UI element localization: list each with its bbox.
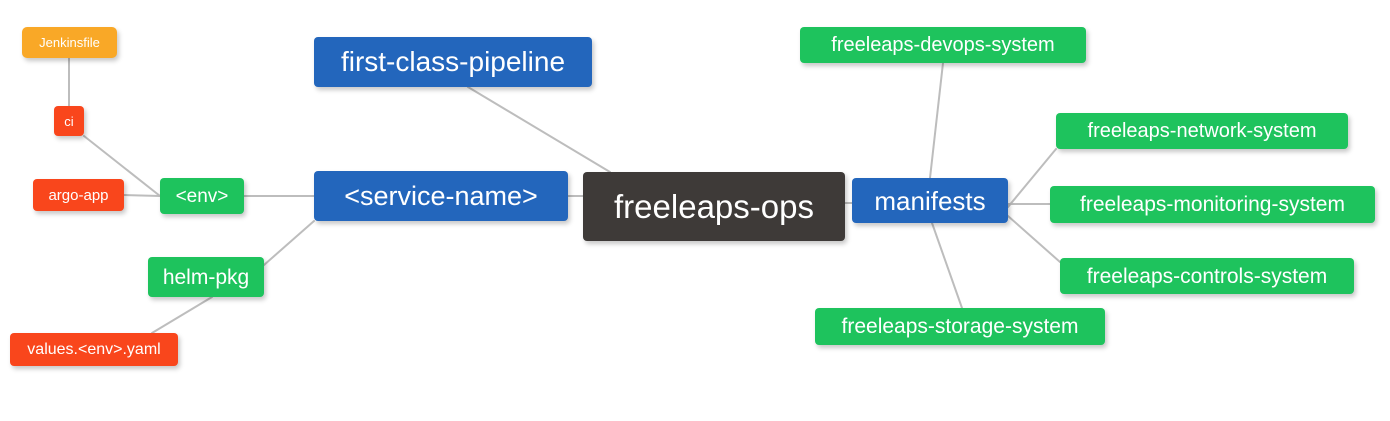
node-freeleaps-devops-system[interactable]: freeleaps-devops-system	[800, 27, 1086, 63]
edge-helm-pkg-service-name	[263, 220, 315, 266]
node-jenkinsfile[interactable]: Jenkinsfile	[22, 27, 117, 58]
node-freeleaps-monitoring-system[interactable]: freeleaps-monitoring-system	[1050, 186, 1375, 223]
node-ci[interactable]: ci	[54, 106, 84, 136]
edge-values-yaml-helm-pkg	[151, 296, 213, 334]
node-freeleaps-ops[interactable]: freeleaps-ops	[583, 172, 845, 241]
node-first-class-pipeline[interactable]: first-class-pipeline	[314, 37, 592, 87]
node-service-name[interactable]: <service-name>	[314, 171, 568, 221]
node-argo-app[interactable]: argo-app	[33, 179, 124, 211]
node-freeleaps-network-system[interactable]: freeleaps-network-system	[1056, 113, 1348, 149]
edge-network-system-manifests	[1007, 148, 1057, 208]
node-values-yaml[interactable]: values.<env>.yaml	[10, 333, 178, 366]
edge-storage-system-manifests	[931, 222, 963, 309]
node-freeleaps-controls-system[interactable]: freeleaps-controls-system	[1060, 258, 1354, 294]
edge-first-class-pipeline-ops	[467, 86, 611, 173]
edge-argo-app-env	[123, 194, 161, 197]
node-helm-pkg[interactable]: helm-pkg	[148, 257, 264, 297]
node-env[interactable]: <env>	[160, 178, 244, 214]
edge-devops-system-manifests	[929, 62, 944, 179]
node-freeleaps-storage-system[interactable]: freeleaps-storage-system	[815, 308, 1105, 345]
node-manifests[interactable]: manifests	[852, 178, 1008, 223]
